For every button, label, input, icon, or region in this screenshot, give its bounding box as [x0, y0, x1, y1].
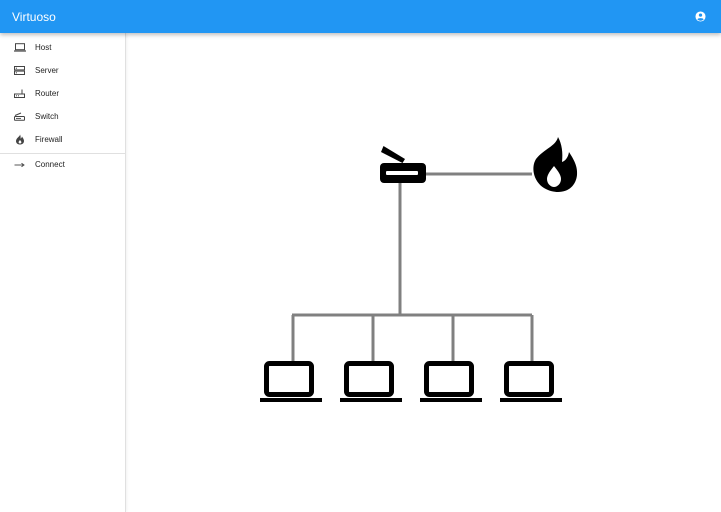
sidebar-divider	[0, 153, 125, 154]
sidebar: Host Server Router	[0, 33, 126, 512]
sidebar-item-router[interactable]: Router	[0, 82, 125, 105]
arrow-right-icon	[0, 162, 35, 168]
host-device[interactable]	[500, 361, 562, 403]
sidebar-item-label: Router	[35, 89, 60, 98]
app-title: Virtuoso	[12, 9, 56, 24]
laptop-icon	[340, 361, 402, 402]
sidebar-item-connect[interactable]: Connect	[0, 153, 125, 176]
router-device[interactable]	[380, 146, 426, 183]
laptop-icon	[260, 361, 322, 402]
sidebar-item-server[interactable]: Server	[0, 59, 125, 82]
account-circle-icon	[694, 11, 706, 22]
router-icon	[0, 89, 35, 98]
laptop-icon	[0, 43, 35, 52]
sidebar-item-label: Server	[35, 66, 59, 75]
sidebar-item-label: Firewall	[35, 135, 63, 144]
host-device[interactable]	[420, 361, 482, 403]
host-device[interactable]	[340, 361, 402, 403]
topology-diagram	[260, 137, 578, 403]
app-bar: Virtuoso	[0, 0, 721, 33]
topology-canvas[interactable]	[127, 33, 721, 512]
firewall-icon	[0, 134, 35, 145]
host-device[interactable]	[260, 361, 322, 403]
sidebar-item-firewall[interactable]: Firewall	[0, 128, 125, 151]
sidebar-item-label: Host	[35, 43, 52, 52]
router-icon	[380, 146, 426, 183]
laptop-icon	[500, 361, 562, 402]
laptop-icon	[420, 361, 482, 402]
sidebar-item-switch[interactable]: Switch	[0, 105, 125, 128]
links	[291, 172, 534, 363]
sidebar-item-label: Connect	[35, 160, 65, 169]
server-icon	[0, 66, 35, 75]
sidebar-item-label: Switch	[35, 112, 59, 121]
firewall-icon	[533, 137, 578, 192]
sidebar-item-host[interactable]: Host	[0, 36, 125, 59]
firewall-device[interactable]	[533, 137, 578, 192]
switch-icon	[0, 112, 35, 121]
account-button[interactable]	[691, 8, 709, 26]
